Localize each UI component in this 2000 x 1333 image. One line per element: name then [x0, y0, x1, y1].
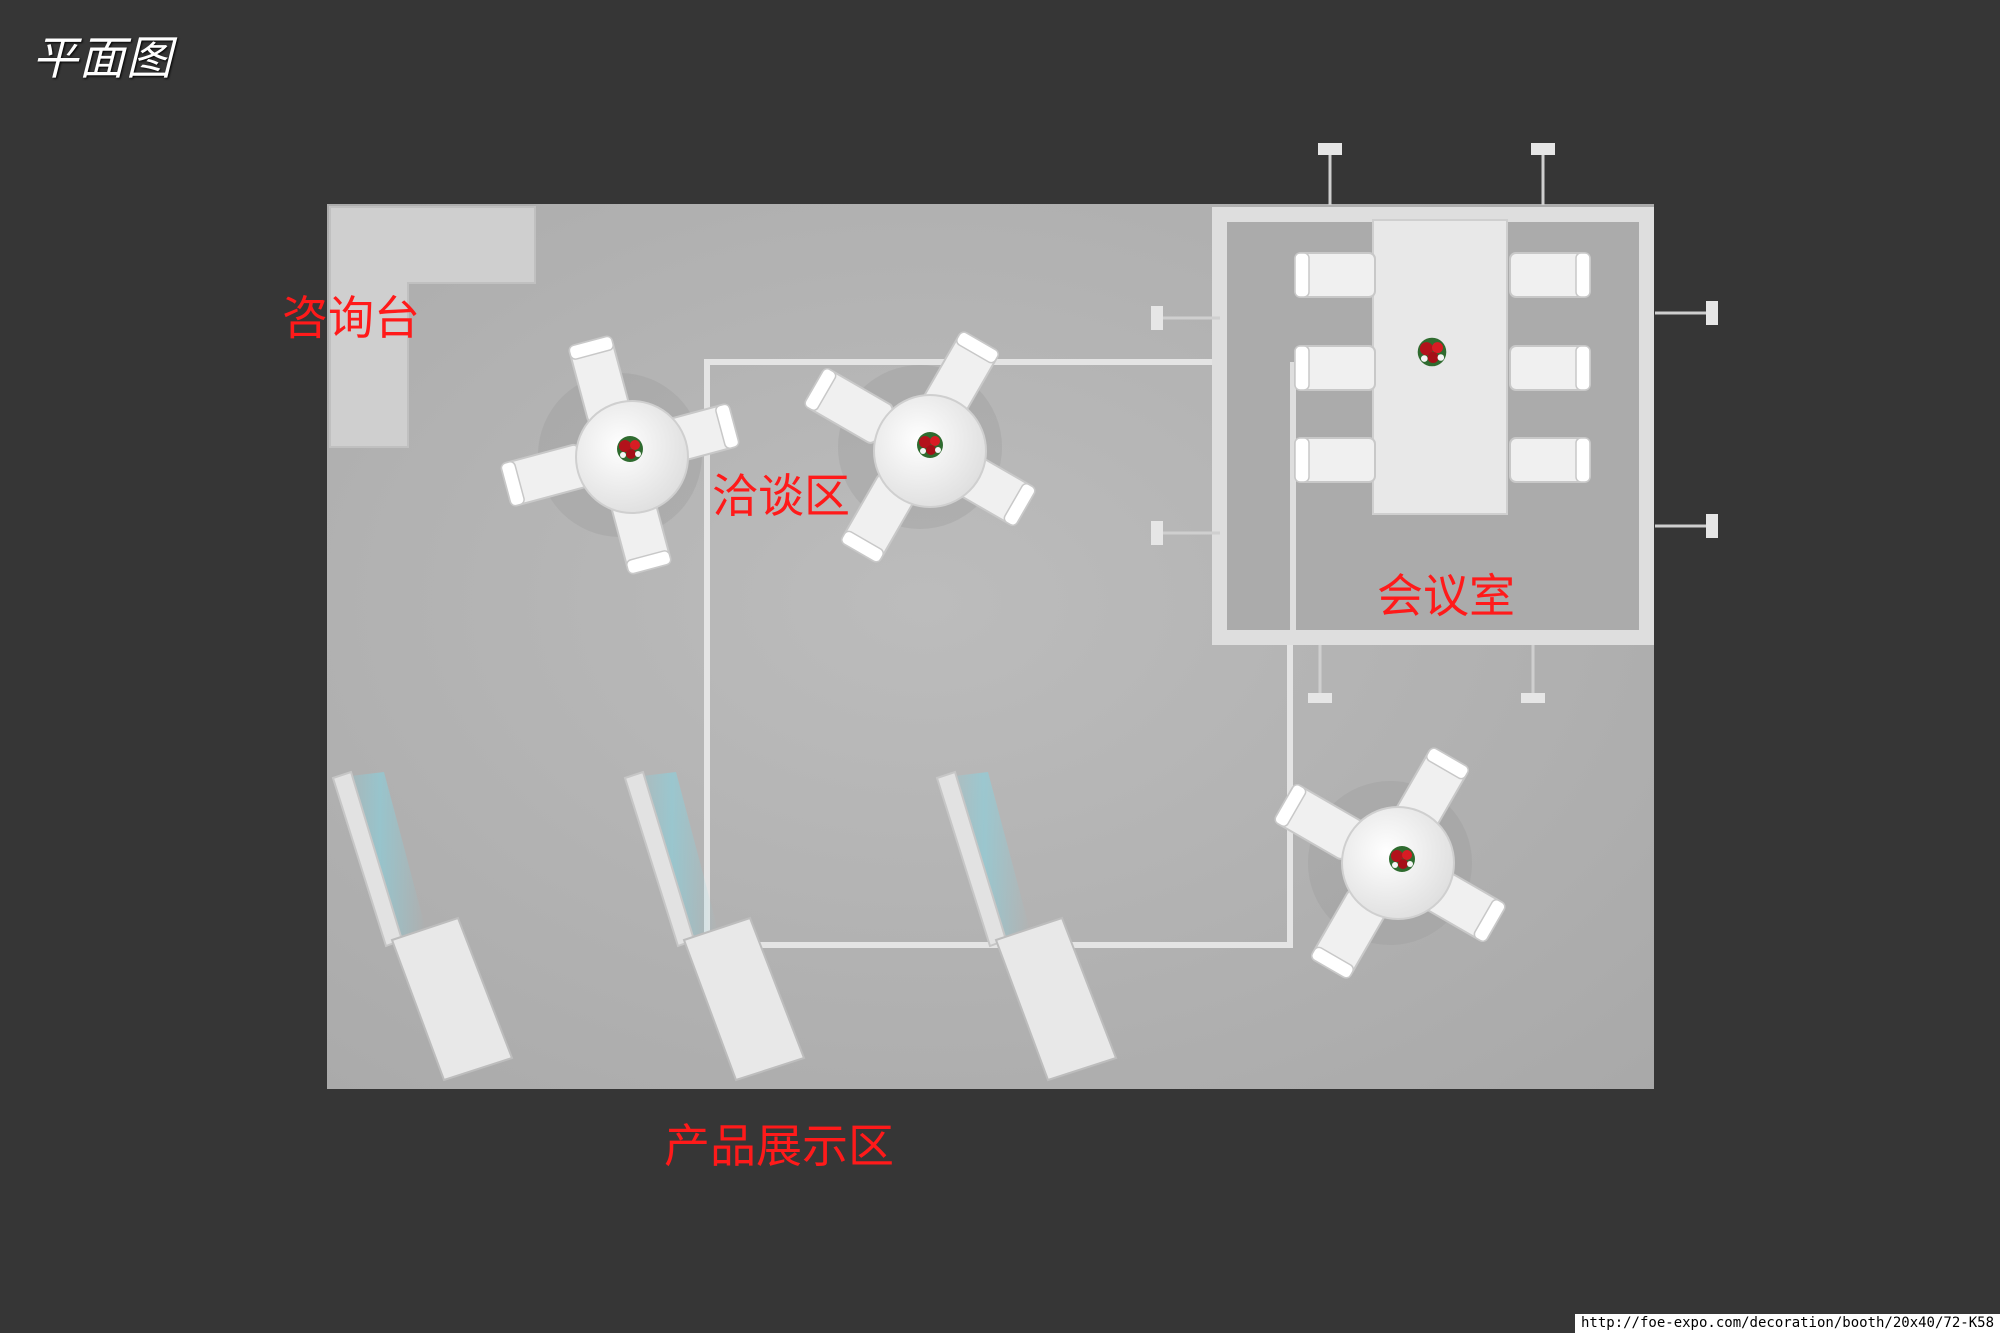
product-display-unit-2	[623, 770, 806, 1082]
round-table-set-2	[802, 329, 1038, 565]
page-title: 平面图	[32, 31, 173, 85]
flower-icon	[1417, 337, 1447, 367]
round-table-set-1	[499, 334, 741, 576]
product-display-unit-3	[935, 770, 1118, 1082]
round-table-set-3	[1272, 745, 1508, 981]
flower-icon	[617, 436, 643, 462]
negotiation-zone-label: 洽谈区	[712, 469, 850, 523]
flower-icon	[1389, 846, 1415, 872]
spotlights	[1158, 150, 1712, 697]
reception-desk	[329, 206, 536, 448]
meeting-room	[1212, 207, 1654, 645]
source-url-watermark: http://foe-expo.com/decoration/booth/20x…	[1574, 1314, 2000, 1333]
conference-table	[1372, 219, 1508, 515]
spotlight-icons	[1151, 143, 1718, 703]
reception-label: 咨询台	[282, 291, 420, 345]
product-display-zone-label: 产品展示区	[664, 1119, 894, 1173]
meeting-room-label: 会议室	[1377, 569, 1515, 623]
flower-icon	[917, 432, 943, 458]
product-display-unit-1	[331, 770, 514, 1082]
